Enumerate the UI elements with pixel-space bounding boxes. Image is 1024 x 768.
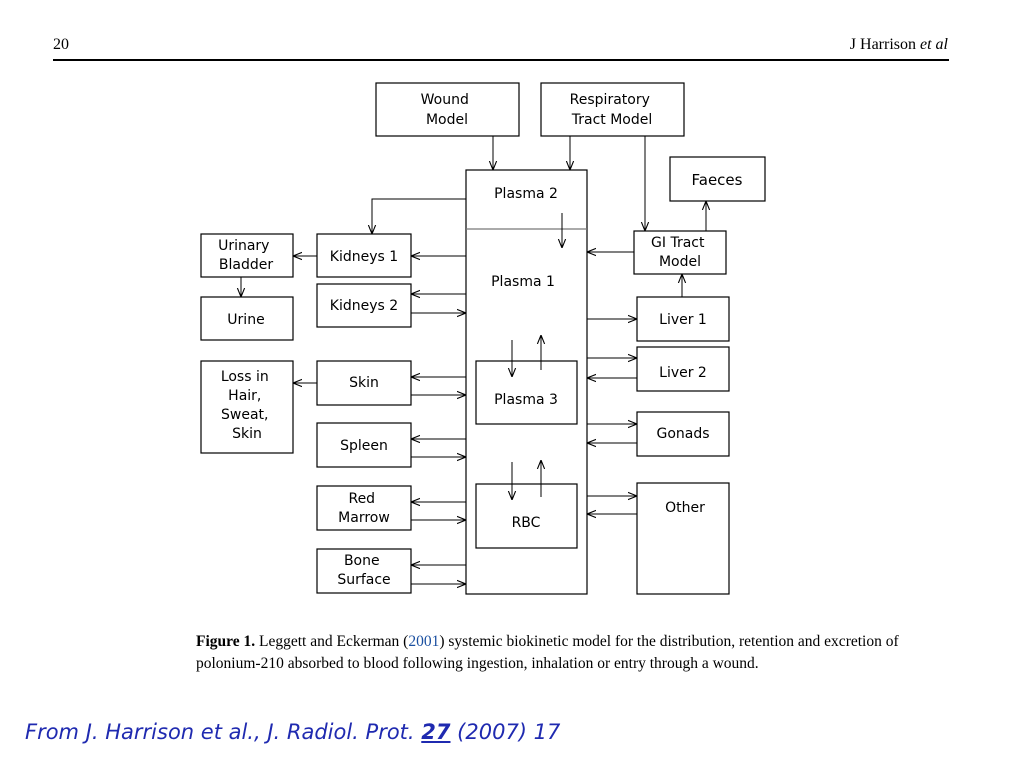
- label-red-marrow: Red Marrow: [338, 491, 390, 526]
- arrow-plasma2-to-kidneys1: [372, 198, 466, 234]
- label-skin: Skin: [349, 375, 379, 391]
- label-rbc: RBC: [512, 515, 541, 531]
- label-respiratory-tract-model: Respiratory Tract Model: [570, 92, 655, 128]
- label-kidneys1: Kidneys 1: [330, 249, 398, 265]
- box-respiratory-tract-model: [540, 82, 685, 137]
- label-liver1: Liver 1: [659, 312, 707, 328]
- box-red-marrow: [316, 485, 412, 531]
- caption-text-post: ) systemic biokinetic model for the dist…: [196, 633, 899, 672]
- label-faeces: Faeces: [692, 171, 743, 189]
- box-bone-surface: [316, 548, 412, 594]
- label-loss: Loss in Hair, Sweat, Skin: [221, 369, 273, 442]
- header-rule: [53, 59, 949, 61]
- label-gonads: Gonads: [656, 426, 709, 442]
- figure-caption: Figure 1. Leggett and Eckerman (2001) sy…: [196, 631, 952, 675]
- source-pre: From J. Harrison et al., J. Radiol. Prot…: [25, 720, 422, 744]
- label-spleen: Spleen: [340, 438, 388, 454]
- source-volume: 27: [421, 720, 451, 744]
- label-other: Other: [665, 500, 705, 516]
- box-faeces: [669, 156, 766, 202]
- box-plasma3: [475, 360, 578, 425]
- source-citation: From J. Harrison et al., J. Radiol. Prot…: [25, 720, 560, 744]
- running-head-author: J Harrison et al: [850, 36, 948, 54]
- caption-year-link[interactable]: 2001: [408, 633, 440, 650]
- label-bone-surface: Bone Surface: [337, 553, 390, 588]
- author-name: J Harrison: [849, 36, 916, 53]
- box-kidneys2: [316, 283, 412, 328]
- page-number: 20: [53, 36, 69, 53]
- label-plasma1: Plasma 1: [491, 274, 555, 290]
- box-gonads: [636, 411, 730, 457]
- caption-label: Figure 1.: [196, 633, 256, 650]
- caption-text-pre: Leggett and Eckerman (: [259, 633, 409, 650]
- box-spleen: [316, 422, 412, 468]
- label-kidneys2: Kidneys 2: [330, 298, 398, 314]
- biokinetic-model-diagram: Wound Model Respiratory Tract Model Faec…: [200, 82, 766, 595]
- label-plasma2: Plasma 2: [494, 186, 558, 202]
- source-post: (2007) 17: [450, 720, 561, 744]
- box-liver2: [636, 346, 730, 392]
- box-other: [636, 482, 730, 595]
- box-wound-model: [375, 82, 520, 137]
- label-urinary-bladder: Urinary Bladder: [218, 238, 274, 273]
- label-urine: Urine: [227, 312, 264, 328]
- box-loss: [200, 360, 294, 454]
- box-rbc: [475, 483, 578, 549]
- author-suffix: et al: [920, 36, 948, 53]
- label-plasma3: Plasma 3: [494, 392, 558, 408]
- label-liver2: Liver 2: [659, 365, 707, 381]
- box-urine: [200, 296, 294, 341]
- label-gi-tract-model: GI Tract Model: [651, 235, 709, 270]
- label-wound-model: Wound Model: [421, 92, 474, 128]
